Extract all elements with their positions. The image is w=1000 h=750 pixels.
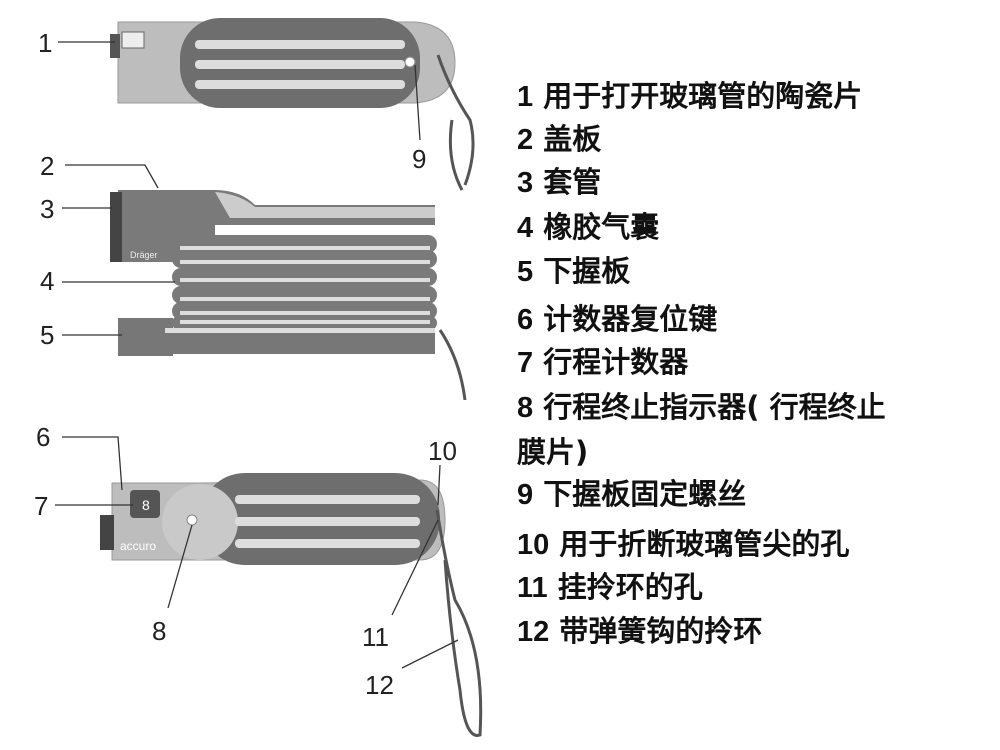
- pump-side-view: Dräger: [110, 190, 467, 401]
- pump-top-view: [110, 18, 475, 191]
- callout-9: 9: [412, 144, 426, 174]
- leader-lines: [55, 41, 459, 669]
- legend-item: 11 挂拎环的孔: [517, 570, 703, 604]
- callout-2: 2: [40, 151, 54, 181]
- legend-item: 4 橡胶气囊: [517, 210, 660, 244]
- callout-12: 12: [365, 670, 394, 700]
- model-label: accuro: [120, 539, 156, 553]
- legend-item: 3 套管: [517, 165, 602, 199]
- legend-item: 10 用于折断玻璃管尖的孔: [517, 527, 850, 561]
- legend-item: 1 用于打开玻璃管的陶瓷片: [517, 79, 863, 113]
- brand-label: Dräger: [130, 250, 158, 260]
- callout-4: 4: [40, 266, 54, 296]
- legend-item: 9 下握板固定螺丝: [517, 477, 747, 511]
- legend-item: 6 计数器复位键: [517, 302, 718, 336]
- legend-item: 7 行程计数器: [517, 345, 689, 379]
- callout-5: 5: [40, 320, 54, 350]
- pump-bottom-view: 8 accuro: [100, 473, 483, 737]
- legend-item: 12 带弹簧钩的拎环: [517, 614, 763, 648]
- counter-display: 8: [142, 497, 150, 513]
- legend-item: 2 盖板: [517, 122, 602, 156]
- callout-7: 7: [34, 491, 48, 521]
- legend-item: 5 下握板: [517, 254, 631, 288]
- legend-item-continued: 膜片): [517, 435, 589, 469]
- callout-6: 6: [36, 422, 50, 452]
- callout-3: 3: [40, 194, 54, 224]
- callout-11: 11: [362, 622, 389, 652]
- callout-numbers: 1 9 2 3 4 5 6 7 10 8 11 12: [34, 28, 457, 700]
- callout-8: 8: [152, 616, 166, 646]
- legend-item: 8 行程终止指示器( 行程终止: [517, 390, 886, 424]
- callout-10: 10: [428, 436, 457, 466]
- callout-1: 1: [38, 28, 52, 58]
